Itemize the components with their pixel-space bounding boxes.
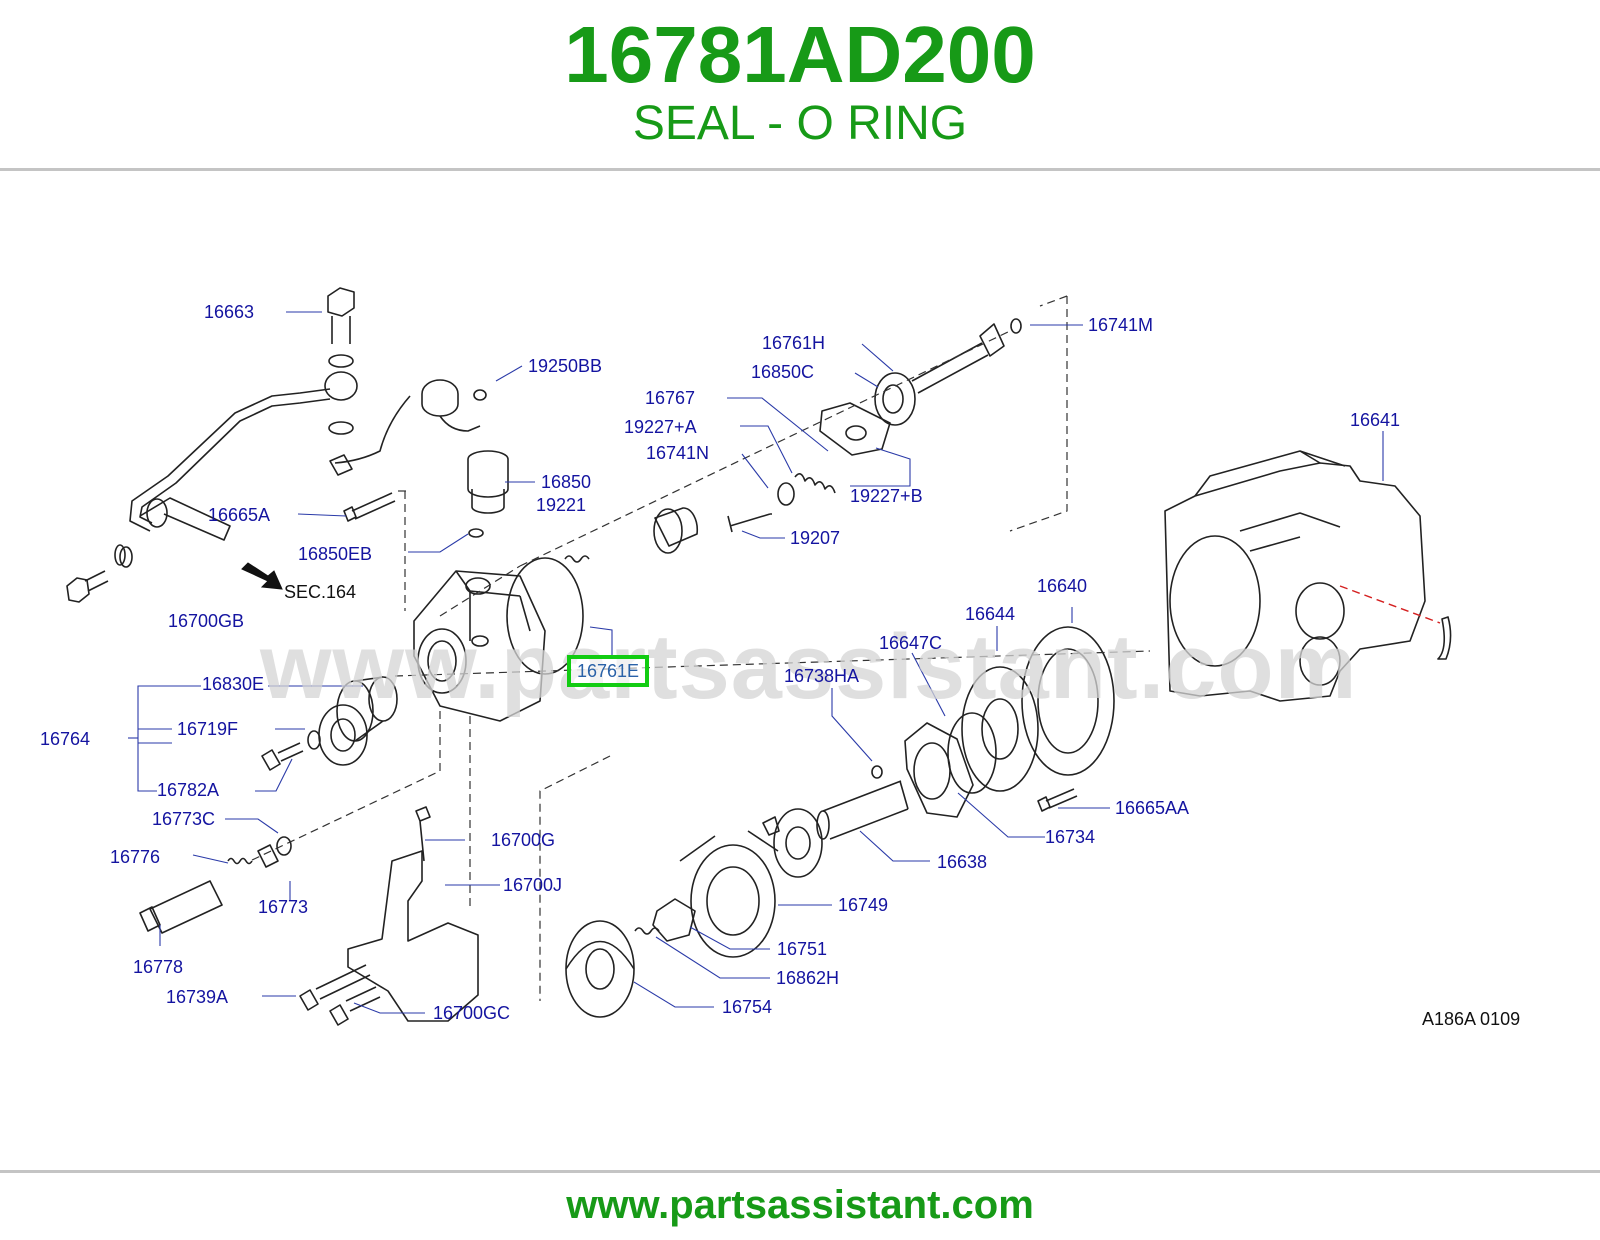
pump-body-drawing bbox=[1164, 450, 1426, 702]
callout-16700GC[interactable]: 16700GC bbox=[433, 1003, 511, 1023]
callout-16665AA[interactable]: 16665AA bbox=[1115, 798, 1190, 818]
callout-16739A[interactable]: 16739A bbox=[166, 987, 229, 1007]
callout-16700J[interactable]: 16700J bbox=[503, 875, 563, 895]
callout-16761E-highlighted[interactable]: 16761E bbox=[567, 655, 650, 687]
callout-16741N[interactable]: 16741N bbox=[646, 443, 710, 463]
pump-head-drawing bbox=[413, 570, 546, 722]
callout-19207[interactable]: 19207 bbox=[790, 528, 841, 548]
callout-16850EB[interactable]: 16850EB bbox=[298, 544, 373, 564]
callout-16738HA[interactable]: 16738HA bbox=[784, 666, 860, 686]
callout-sec-164[interactable]: SEC.164 bbox=[284, 582, 357, 602]
callout-16700G[interactable]: 16700G bbox=[491, 830, 556, 850]
callout-16773[interactable]: 16773 bbox=[258, 897, 309, 917]
callout-16644[interactable]: 16644 bbox=[965, 604, 1016, 624]
header-divider bbox=[0, 168, 1600, 171]
watermark: www.partsassistant.com bbox=[260, 616, 1358, 718]
callout-16754[interactable]: 16754 bbox=[722, 997, 773, 1017]
callout-19250BB[interactable]: 19250BB bbox=[528, 356, 603, 376]
diagram-code: A186A 0109 bbox=[1422, 1009, 1521, 1029]
callout-19227-A[interactable]: 19227+A bbox=[624, 417, 697, 437]
callout-19221[interactable]: 19221 bbox=[536, 495, 587, 515]
callout-16862H[interactable]: 16862H bbox=[776, 968, 840, 988]
banjo-bolt-drawing bbox=[324, 287, 358, 435]
exploded-view-drawing bbox=[66, 287, 1452, 1026]
footer-divider bbox=[0, 1170, 1600, 1173]
footer-url-link[interactable]: www.partsassistant.com bbox=[566, 1183, 1034, 1227]
callout-16850C[interactable]: 16850C bbox=[751, 362, 815, 382]
callout-16741M[interactable]: 16741M bbox=[1088, 315, 1154, 335]
callout-16663[interactable]: 16663 bbox=[204, 302, 255, 322]
callout-19227-B[interactable]: 19227+B bbox=[850, 486, 923, 506]
callout-16641[interactable]: 16641 bbox=[1350, 410, 1401, 430]
callout-16638[interactable]: 16638 bbox=[937, 852, 988, 872]
callout-16782A[interactable]: 16782A bbox=[157, 780, 220, 800]
sec-arrow-icon bbox=[241, 562, 283, 590]
callout-16719F[interactable]: 16719F bbox=[177, 719, 239, 739]
part-name-subtitle: SEAL - O RING bbox=[632, 97, 968, 150]
callout-16776[interactable]: 16776 bbox=[110, 847, 161, 867]
part-number-title: 16781AD200 bbox=[564, 10, 1036, 99]
callout-16773C[interactable]: 16773C bbox=[152, 809, 216, 829]
callout-16830E[interactable]: 16830E bbox=[202, 674, 265, 694]
callout-16764[interactable]: 16764 bbox=[40, 729, 91, 749]
callout-16850[interactable]: 16850 bbox=[541, 472, 592, 492]
callout-16749[interactable]: 16749 bbox=[838, 895, 889, 915]
callout-16778[interactable]: 16778 bbox=[133, 957, 184, 977]
callout-16767[interactable]: 16767 bbox=[645, 388, 696, 408]
callout-16665A[interactable]: 16665A bbox=[208, 505, 271, 525]
callout-16761H[interactable]: 16761H bbox=[762, 333, 826, 353]
callout-16734[interactable]: 16734 bbox=[1045, 827, 1096, 847]
callout-16700GB[interactable]: 16700GB bbox=[168, 611, 245, 631]
parts-diagram: www.partsassistant.com 16663 19250BB 167… bbox=[0, 171, 1600, 1170]
header: 16781AD200 SEAL - O RING bbox=[0, 0, 1600, 170]
callout-16751[interactable]: 16751 bbox=[777, 939, 828, 959]
callout-16647C[interactable]: 16647C bbox=[879, 633, 943, 653]
callout-16640[interactable]: 16640 bbox=[1037, 576, 1088, 596]
